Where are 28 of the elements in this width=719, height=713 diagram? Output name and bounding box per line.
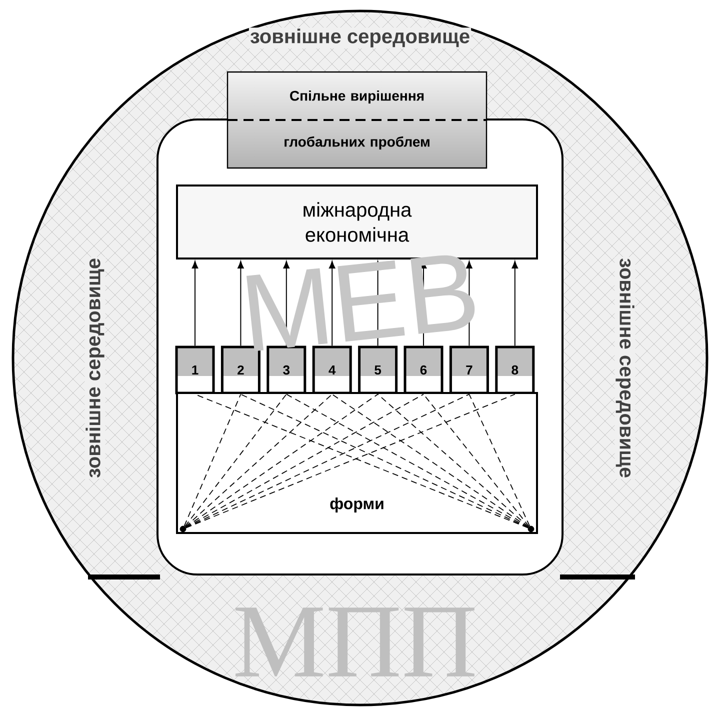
shaded-box: Спільне вирішення глобальних проблем [226,71,488,169]
dashed-line [184,394,287,527]
arrow [466,261,472,346]
dashed-line [423,394,530,527]
dashed-line [184,394,242,527]
dashed-line [185,394,424,528]
arrow [512,261,518,346]
dashed-line [332,394,529,528]
ring-label: зовнішне середовище [248,28,472,48]
number-box: 7 [449,346,489,394]
dashed-line [468,394,530,527]
number-box: 5 [358,346,398,394]
arrow [192,261,198,346]
number-box: 8 [495,346,535,394]
dashed-line [184,394,333,528]
dashed-line [185,394,378,528]
number-box: 6 [404,346,444,394]
ring-label: зовнішне середовище [84,256,106,480]
ring-label: зовнішне середовище [614,256,636,480]
dashed-line [286,394,529,528]
dashed-line [377,394,530,528]
arrow [374,261,381,346]
arrow [283,261,290,346]
arrow [238,261,244,346]
number-box: 4 [312,346,352,394]
arrow [329,261,336,346]
forms-box: форми [176,392,538,534]
number-box: 1 [175,346,215,394]
